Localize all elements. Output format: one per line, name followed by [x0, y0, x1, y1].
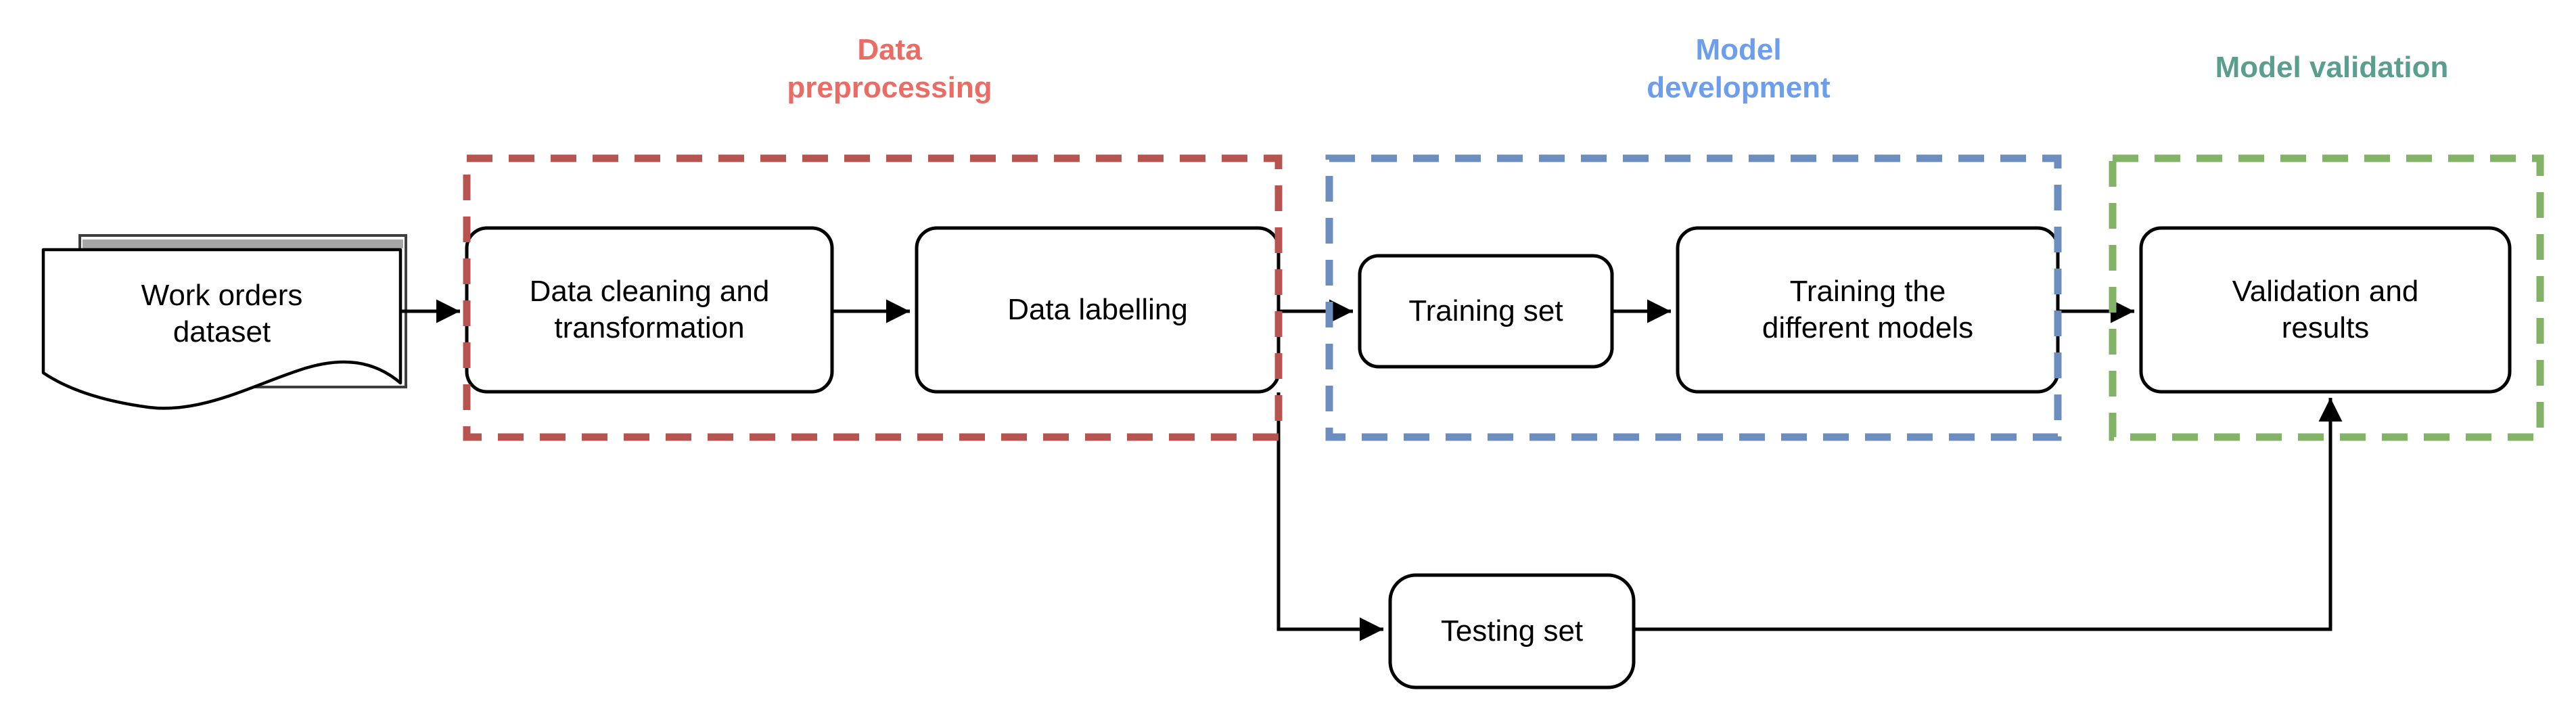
document-sheet-edge — [83, 240, 403, 248]
training-set-box — [1358, 254, 1614, 369]
validation-results-box — [2139, 226, 2512, 394]
training-models-label: Training the different models — [1762, 275, 1974, 344]
data-cleaning-label: Data cleaning and transformation — [529, 275, 770, 344]
data-labelling-label: Data labelling — [1007, 293, 1188, 326]
development-group-title: Model development — [1647, 33, 1831, 104]
testing-set-box — [1388, 573, 1636, 689]
edge-testing-set-to-validation — [1634, 398, 2343, 631]
training-models-box — [1676, 226, 2060, 394]
validation-results-label: Validation and results — [2232, 275, 2419, 344]
work-orders-dataset-label: Work orders dataset — [141, 279, 303, 348]
testing-set-label: Testing set — [1440, 614, 1584, 648]
data-labelling-box — [915, 226, 1281, 394]
validation-group-border — [2109, 154, 2544, 441]
edge-labelling-to-testing-set — [1276, 392, 1383, 641]
training-set-label: Training set — [1408, 294, 1563, 327]
document-shape — [41, 248, 402, 410]
validation-group-title: Model validation — [2215, 51, 2449, 84]
preprocessing-group-title: Data preprocessing — [787, 33, 992, 104]
